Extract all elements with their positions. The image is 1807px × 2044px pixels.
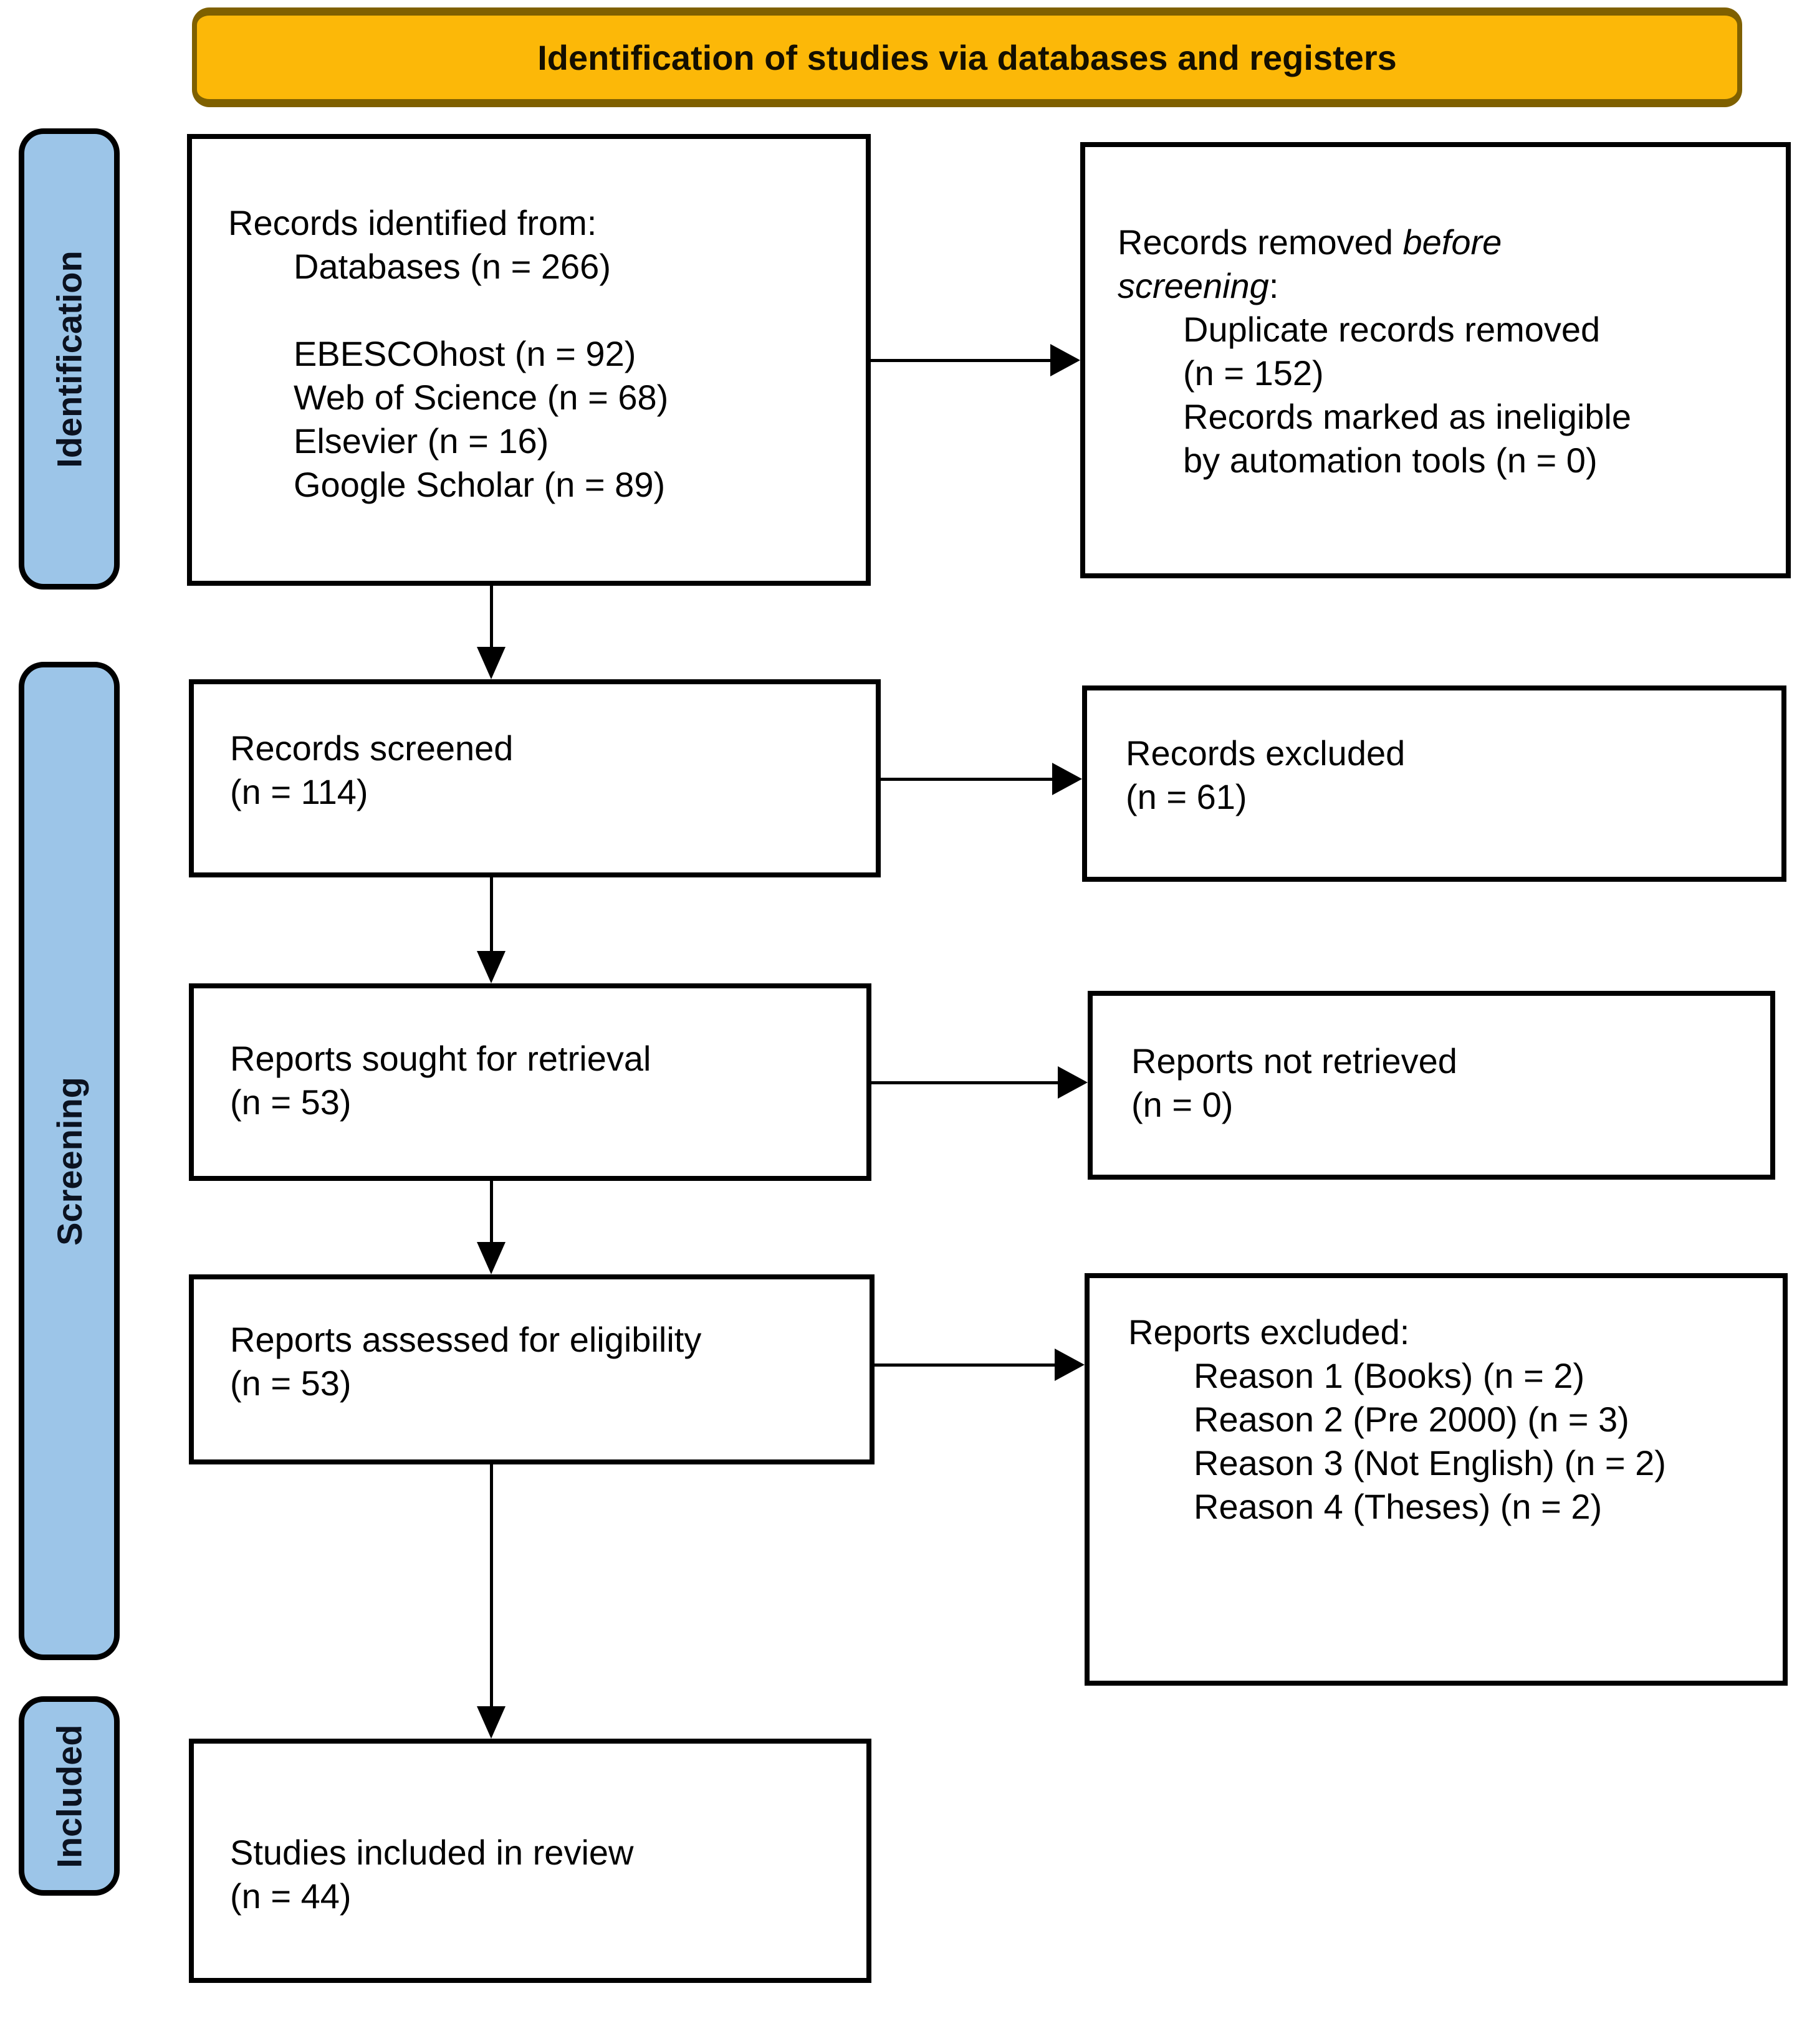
source-ebescohost: EBESCOhost (n = 92) — [294, 334, 636, 373]
stage-screening-label: Screening — [49, 1076, 89, 1246]
arrow-identified-down-line — [490, 586, 493, 647]
arrow-screened-to-excluded-head — [1052, 763, 1082, 795]
box-studies-included: Studies included in review (n = 44) — [189, 1739, 871, 1983]
header-banner: Identification of studies via databases … — [192, 7, 1742, 107]
box-reports-assessed: Reports assessed for eligibility (n = 53… — [189, 1274, 875, 1464]
removed-automation-count: by automation tools (n = 0) — [1183, 441, 1598, 480]
reports-not-retrieved-label: Reports not retrieved — [1131, 1041, 1457, 1081]
source-elsevier: Elsevier (n = 16) — [294, 421, 549, 461]
records-excluded-count: (n = 61) — [1126, 777, 1247, 816]
reports-assessed-label: Reports assessed for eligibility — [230, 1320, 702, 1359]
excluded-reason-2: Reason 2 (Pre 2000) (n = 3) — [1194, 1400, 1629, 1439]
header-title: Identification of studies via databases … — [537, 37, 1397, 77]
box-reports-excluded: Reports excluded: Reason 1 (Books) (n = … — [1085, 1273, 1788, 1686]
removed-duplicates: Duplicate records removed — [1183, 310, 1601, 349]
removed-duplicates-count: (n = 152) — [1183, 353, 1324, 393]
records-excluded-label: Records excluded — [1126, 733, 1406, 773]
studies-included-count: (n = 44) — [230, 1876, 352, 1916]
records-screened-label: Records screened — [230, 728, 514, 768]
reports-sought-count: (n = 53) — [230, 1082, 352, 1122]
studies-included-label: Studies included in review — [230, 1833, 634, 1872]
arrow-assessed-down-head — [477, 1706, 506, 1739]
arrow-screened-down-line — [490, 877, 493, 951]
records-identified-intro: Records identified from: — [228, 203, 597, 242]
arrow-sought-down-head — [477, 1242, 506, 1274]
reports-sought-label: Reports sought for retrieval — [230, 1039, 651, 1078]
stage-identification: Identification — [19, 128, 120, 590]
arrow-sought-to-notretrieved-head — [1058, 1066, 1088, 1099]
reports-assessed-count: (n = 53) — [230, 1363, 352, 1403]
stage-screening: Screening — [19, 662, 120, 1660]
stage-included-label: Included — [49, 1724, 89, 1868]
source-web-of-science: Web of Science (n = 68) — [294, 378, 669, 417]
arrow-assessed-to-excluded-line — [875, 1363, 1057, 1367]
excluded-reason-4: Reason 4 (Theses) (n = 2) — [1194, 1487, 1603, 1526]
records-identified-databases: Databases (n = 266) — [294, 247, 611, 286]
arrow-sought-down-line — [490, 1181, 493, 1242]
box-reports-sought: Reports sought for retrieval (n = 53) — [189, 983, 871, 1181]
excluded-reason-3: Reason 3 (Not English) (n = 2) — [1194, 1443, 1666, 1483]
arrow-screened-down-head — [477, 951, 506, 983]
source-google-scholar: Google Scholar (n = 89) — [294, 465, 666, 504]
stage-included: Included — [19, 1696, 120, 1896]
records-removed-title-line2: screening: — [1118, 266, 1279, 305]
records-screened-count: (n = 114) — [230, 772, 368, 811]
stage-identification-label: Identification — [49, 250, 89, 468]
arrow-assessed-down-line — [490, 1464, 493, 1706]
records-removed-title-line1: Records removed before — [1118, 222, 1502, 262]
box-records-removed: Records removed before screening: Duplic… — [1080, 142, 1791, 578]
reports-excluded-title: Reports excluded: — [1128, 1312, 1410, 1352]
reports-not-retrieved-count: (n = 0) — [1131, 1085, 1234, 1124]
spacer — [228, 289, 847, 332]
arrow-identified-to-removed-head — [1050, 344, 1080, 376]
box-records-identified: Records identified from: Databases (n = … — [187, 134, 871, 586]
arrow-assessed-to-excluded-head — [1055, 1349, 1085, 1381]
arrow-screened-to-excluded-line — [881, 778, 1055, 781]
arrow-identified-down-head — [477, 647, 506, 679]
arrow-sought-to-notretrieved-line — [871, 1081, 1060, 1084]
box-records-excluded: Records excluded (n = 61) — [1082, 685, 1786, 882]
box-records-screened: Records screened (n = 114) — [189, 679, 881, 877]
box-reports-not-retrieved: Reports not retrieved (n = 0) — [1088, 991, 1775, 1180]
removed-automation: Records marked as ineligible — [1183, 397, 1632, 436]
excluded-reason-1: Reason 1 (Books) (n = 2) — [1194, 1356, 1585, 1395]
arrow-identified-to-removed-line — [871, 359, 1053, 362]
